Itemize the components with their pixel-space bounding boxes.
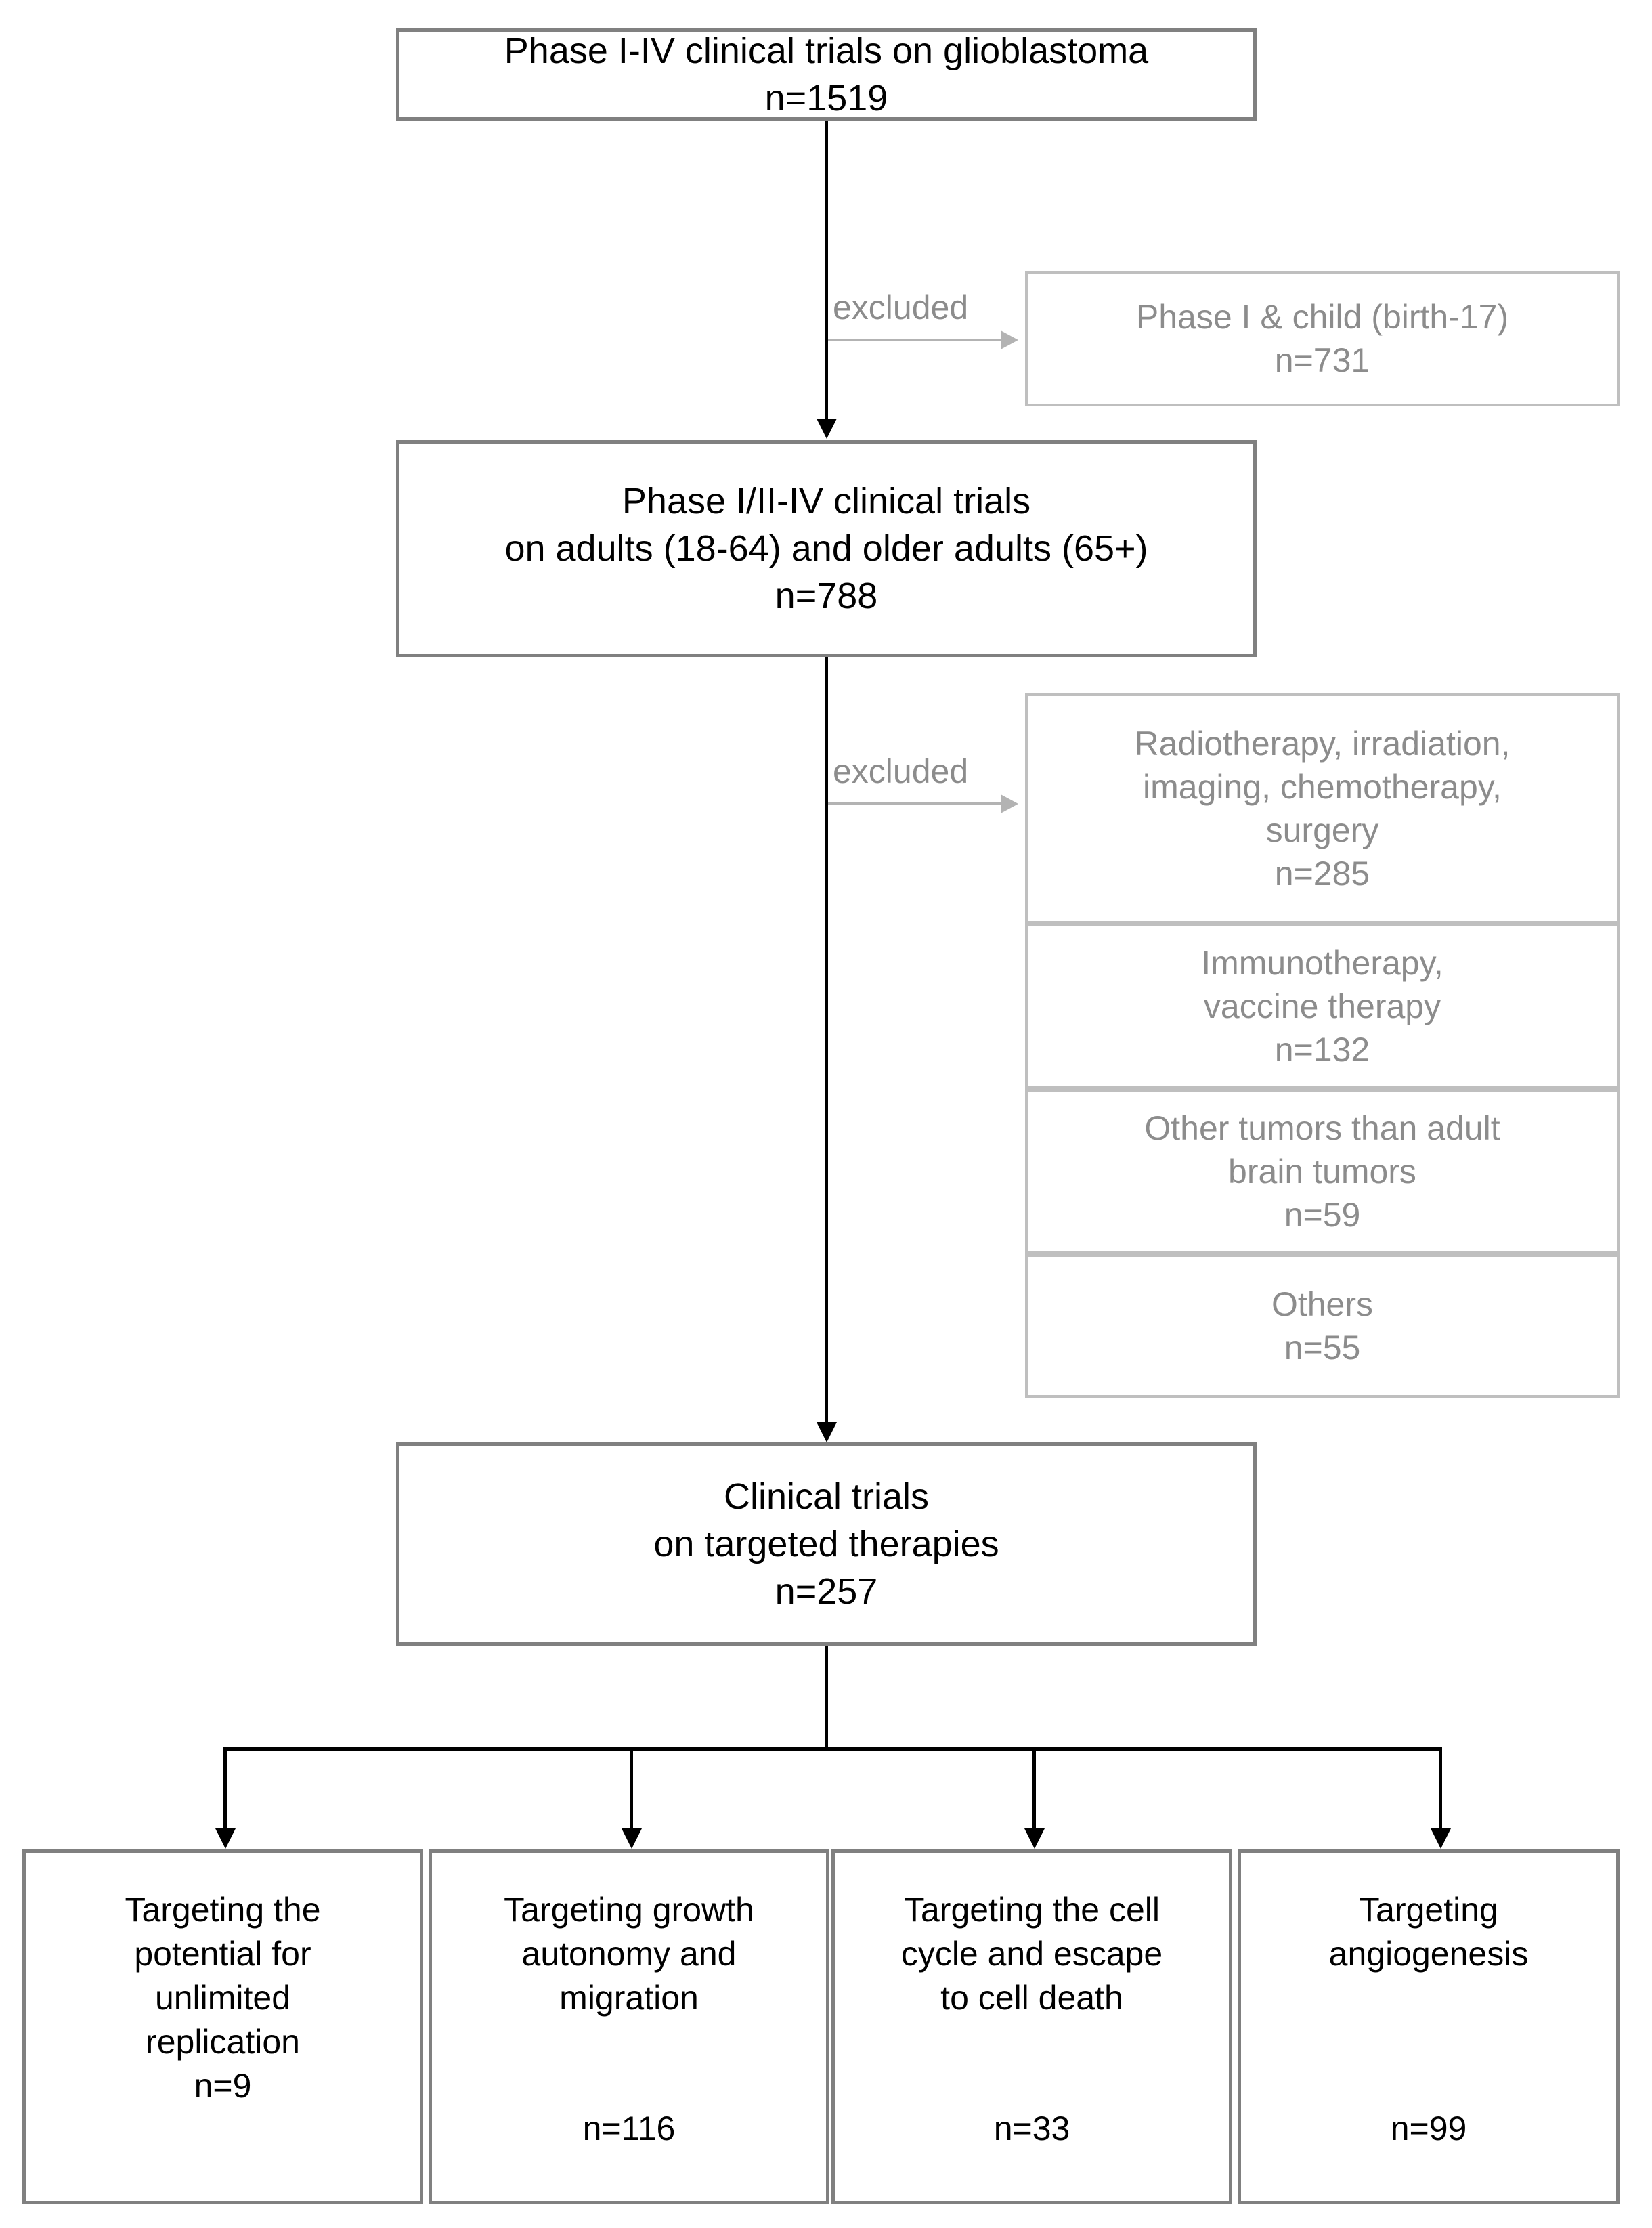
excluded-connector-1 xyxy=(828,339,1001,341)
node-excluded-immunotherapy-line-2: vaccine therapy xyxy=(1203,987,1441,1025)
node-outcome-growth-autonomy-line-3: migration xyxy=(559,1979,699,2017)
node-step-3-count: n=257 xyxy=(775,1571,878,1612)
arrowhead-step2 xyxy=(817,419,837,439)
connector-branch-bar xyxy=(223,1747,1442,1751)
excluded-arrowhead-2 xyxy=(1001,794,1018,813)
node-outcome-angiogenesis: Targeting angiogenesis n=99 xyxy=(1238,1849,1620,2204)
node-outcome-growth-autonomy-line-2: autonomy and xyxy=(521,1935,737,1973)
node-excluded-radiotherapy-line-3: surgery xyxy=(1265,811,1379,849)
arrowhead-outcome-4 xyxy=(1431,1828,1451,1849)
node-outcome-growth-autonomy-body: Targeting growth autonomy and migration xyxy=(432,1888,826,2020)
node-excluded-other-tumors: Other tumors than adult brain tumors n=5… xyxy=(1025,1089,1620,1254)
arrowhead-outcome-1 xyxy=(215,1828,236,1849)
node-excluded-phase-i-child-count: n=731 xyxy=(1274,341,1370,379)
node-outcome-growth-autonomy: Targeting growth autonomy and migration … xyxy=(429,1849,829,2204)
node-outcome-unlimited-replication-body: Targeting the potential for unlimited re… xyxy=(26,1888,420,2108)
node-excluded-phase-i-child-line-1: Phase I & child (birth-17) xyxy=(1135,298,1509,336)
connector-branch-4 xyxy=(1439,1747,1442,1835)
node-excluded-others-count: n=55 xyxy=(1284,1329,1361,1367)
node-step-1-count: n=1519 xyxy=(764,78,888,119)
connector-branch-3 xyxy=(1032,1747,1036,1835)
connector-step1-step2 xyxy=(825,121,828,423)
node-outcome-cell-cycle-line-1: Targeting the cell xyxy=(903,1891,1160,1929)
node-outcome-angiogenesis-body: Targeting angiogenesis xyxy=(1241,1888,1616,1976)
node-excluded-radiotherapy-line-2: imaging, chemotherapy, xyxy=(1143,768,1502,806)
node-step-1: Phase I-IV clinical trials on glioblasto… xyxy=(396,28,1257,121)
excluded-label-2: excluded xyxy=(833,752,969,790)
node-excluded-phase-i-child: Phase I & child (birth-17) n=731 xyxy=(1025,271,1620,406)
node-step-3: Clinical trials on targeted therapies n=… xyxy=(396,1442,1257,1646)
node-excluded-immunotherapy: Immunotherapy, vaccine therapy n=132 xyxy=(1025,924,1620,1089)
excluded-arrowhead-1 xyxy=(1001,330,1018,349)
node-excluded-other-tumors-line-1: Other tumors than adult xyxy=(1144,1109,1500,1147)
node-excluded-other-tumors-count: n=59 xyxy=(1284,1196,1361,1234)
node-step-2-count: n=788 xyxy=(775,576,878,617)
node-outcome-unlimited-replication-line-2: potential for xyxy=(134,1935,311,1973)
node-outcome-unlimited-replication-line-3: unlimited xyxy=(154,1979,291,2017)
node-step-2-line-1: Phase I/II-IV clinical trials xyxy=(622,480,1031,521)
node-outcome-cell-cycle-line-2: cycle and escape xyxy=(900,1935,1163,1973)
connector-step2-step3 xyxy=(825,657,828,1428)
node-outcome-unlimited-replication-count: n=9 xyxy=(194,2067,252,2105)
node-outcome-unlimited-replication: Targeting the potential for unlimited re… xyxy=(22,1849,423,2204)
connector-branch-2 xyxy=(630,1747,633,1835)
node-step-3-line-2: on targeted therapies xyxy=(653,1523,999,1564)
node-step-3-line-1: Clinical trials xyxy=(723,1476,930,1517)
arrowhead-step3 xyxy=(817,1422,837,1442)
node-excluded-radiotherapy: Radiotherapy, irradiation, imaging, chem… xyxy=(1025,693,1620,924)
node-outcome-growth-autonomy-line-1: Targeting growth xyxy=(504,1891,754,1929)
node-outcome-angiogenesis-line-2: angiogenesis xyxy=(1328,1935,1529,1973)
node-outcome-cell-cycle: Targeting the cell cycle and escape to c… xyxy=(831,1849,1232,2204)
arrowhead-outcome-3 xyxy=(1024,1828,1045,1849)
node-outcome-angiogenesis-line-1: Targeting xyxy=(1359,1891,1498,1929)
node-outcome-angiogenesis-count: n=99 xyxy=(1390,2109,1467,2147)
node-excluded-radiotherapy-count: n=285 xyxy=(1274,855,1370,893)
node-excluded-radiotherapy-line-1: Radiotherapy, irradiation, xyxy=(1134,725,1510,763)
node-excluded-others: Others n=55 xyxy=(1025,1254,1620,1398)
connector-step3-stem xyxy=(825,1646,828,1751)
node-outcome-growth-autonomy-count: n=116 xyxy=(582,2109,676,2147)
node-excluded-immunotherapy-count: n=132 xyxy=(1274,1031,1370,1069)
node-outcome-unlimited-replication-line-4: replication xyxy=(146,2023,300,2061)
node-step-2: Phase I/II-IV clinical trials on adults … xyxy=(396,440,1257,657)
node-outcome-cell-cycle-count: n=33 xyxy=(993,2109,1070,2147)
node-excluded-immunotherapy-line-1: Immunotherapy, xyxy=(1201,944,1443,982)
node-outcome-cell-cycle-line-3: to cell death xyxy=(940,1979,1123,2017)
excluded-connector-2 xyxy=(828,802,1001,805)
arrowhead-outcome-2 xyxy=(622,1828,642,1849)
excluded-label-1: excluded xyxy=(833,288,969,326)
node-outcome-cell-cycle-body: Targeting the cell cycle and escape to c… xyxy=(835,1888,1229,2020)
node-outcome-unlimited-replication-line-1: Targeting the xyxy=(125,1891,321,1929)
connector-branch-1 xyxy=(223,1747,227,1835)
node-step-1-line-1: Phase I-IV clinical trials on glioblasto… xyxy=(504,30,1149,71)
node-excluded-others-line-1: Others xyxy=(1271,1285,1374,1323)
node-excluded-other-tumors-line-2: brain tumors xyxy=(1228,1153,1416,1191)
node-step-2-line-2: on adults (18-64) and older adults (65+) xyxy=(504,528,1148,569)
